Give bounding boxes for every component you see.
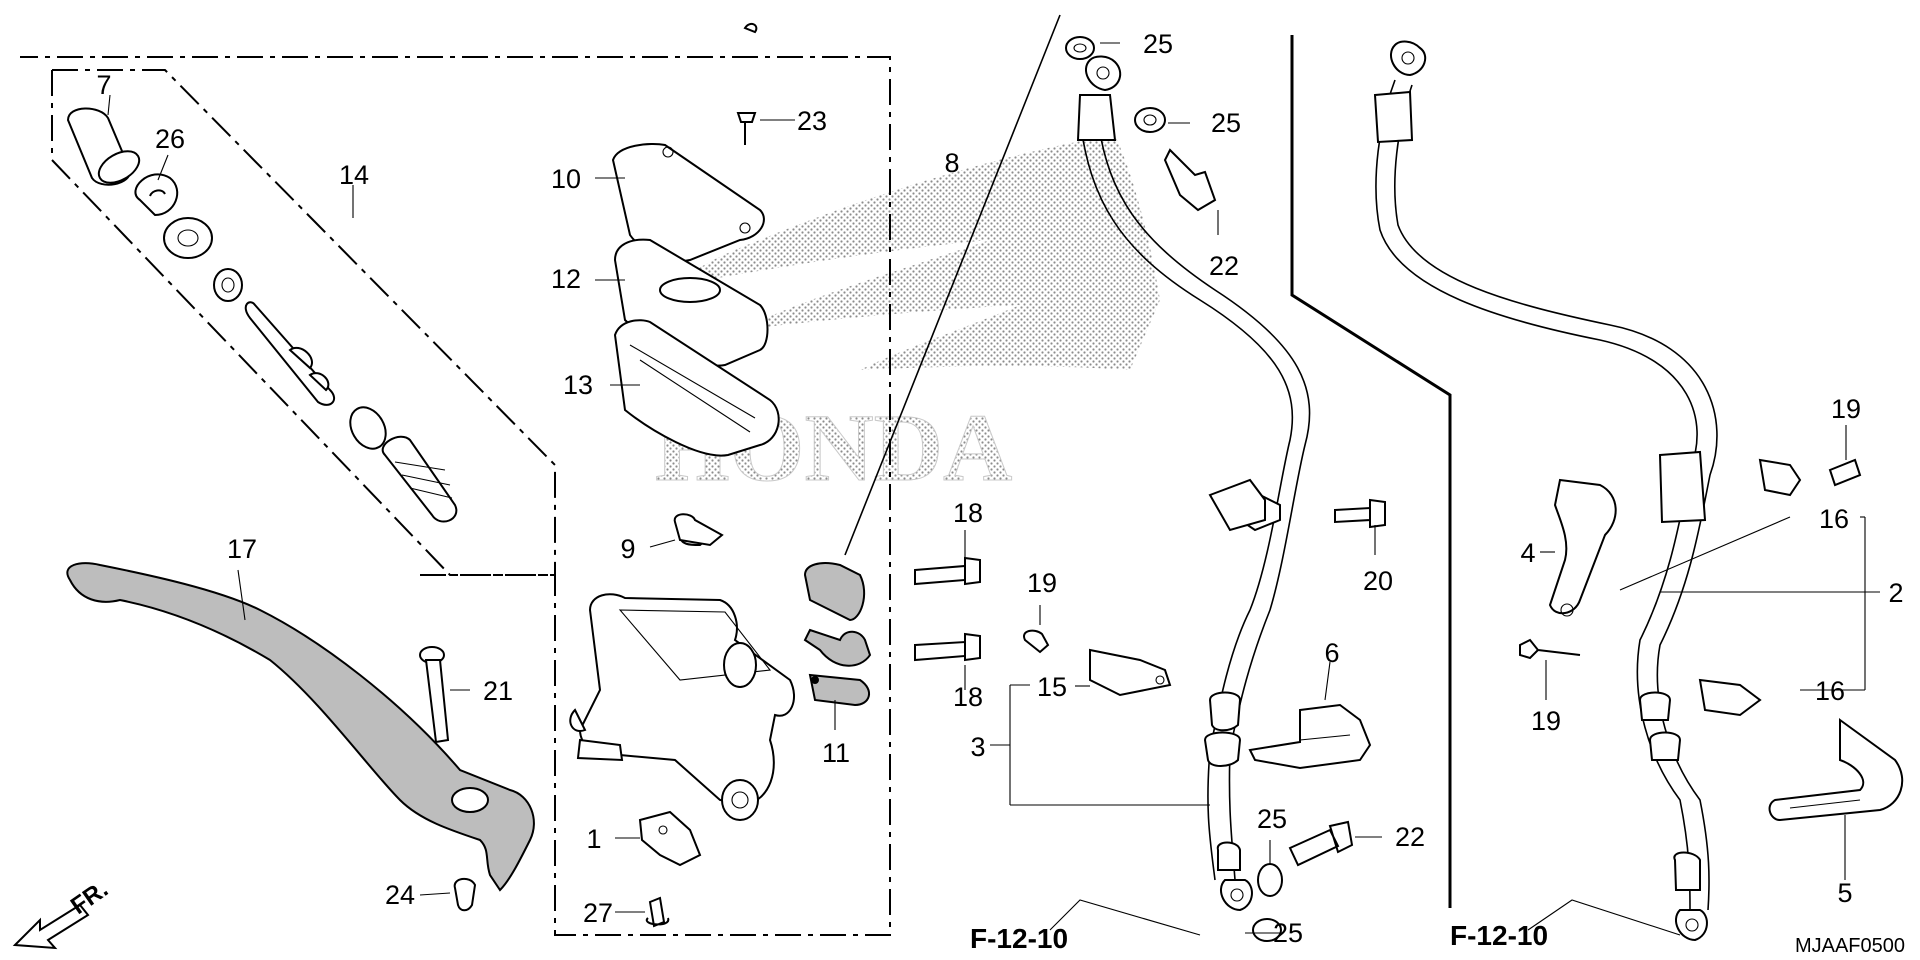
callout-19-lower-right: 19 <box>1531 706 1561 736</box>
callout-5: 5 <box>1837 878 1852 908</box>
callout-4: 4 <box>1520 538 1535 568</box>
callout-12: 12 <box>551 264 581 294</box>
callout-leader-lines <box>107 42 1880 936</box>
callout-labels: 7 26 14 23 10 12 13 8 25 25 22 17 9 18 1… <box>96 29 1903 948</box>
callout-6: 6 <box>1324 638 1339 668</box>
callout-18-bottom: 18 <box>953 682 983 712</box>
callout-17: 17 <box>227 534 257 564</box>
reference-left: F-12-10 <box>970 923 1068 954</box>
callout-23: 23 <box>797 106 827 136</box>
callout-26: 26 <box>155 124 185 154</box>
piston-kit-parts <box>66 107 458 523</box>
callout-2: 2 <box>1888 578 1903 608</box>
hose-leader-line <box>844 14 1061 556</box>
callout-1: 1 <box>586 824 601 854</box>
callout-19-left: 19 <box>1027 568 1057 598</box>
callout-21: 21 <box>483 676 513 706</box>
diagram-code: MJAAF0500 <box>1795 935 1905 957</box>
reference-right: F-12-10 <box>1450 920 1548 951</box>
right-section-divider <box>1290 35 1452 908</box>
callout-10: 10 <box>551 164 581 194</box>
left-hose-clamp-and-bracket <box>1023 629 1372 770</box>
callout-8: 8 <box>944 148 959 178</box>
holder-bolts <box>914 556 981 662</box>
callout-15: 15 <box>1037 672 1067 702</box>
callout-22-lower: 22 <box>1395 822 1425 852</box>
brake-lever <box>66 562 535 892</box>
washers-and-bolts <box>1065 36 1386 942</box>
callout-11: 11 <box>822 738 850 768</box>
callout-20: 20 <box>1363 566 1393 596</box>
callout-3: 3 <box>970 732 985 762</box>
callout-25-bottom: 25 <box>1273 918 1303 948</box>
callout-16-lower: 16 <box>1815 676 1845 706</box>
callout-25-top: 25 <box>1143 29 1173 59</box>
callout-19-upper-right: 19 <box>1831 394 1861 424</box>
small-hardware <box>419 513 724 928</box>
right-brackets-and-clamps <box>1519 458 1904 822</box>
callout-9: 9 <box>620 534 635 564</box>
reservoir-cover-parts <box>611 22 780 457</box>
front-direction-arrow: FR. <box>12 876 113 950</box>
brake-hose-left <box>1076 55 1311 912</box>
callout-14: 14 <box>339 160 369 190</box>
callout-27: 27 <box>583 898 613 928</box>
mirror-holder <box>803 562 872 707</box>
master-cylinder-kit-outline <box>20 56 891 936</box>
master-cylinder-body <box>569 526 795 821</box>
brake-hose-right <box>1373 40 1718 942</box>
callout-22-upper: 22 <box>1209 251 1239 281</box>
callout-25-upper: 25 <box>1211 108 1241 138</box>
callout-24: 24 <box>385 880 415 910</box>
callout-16-upper: 16 <box>1819 504 1849 534</box>
callout-25-lower: 25 <box>1257 804 1287 834</box>
callout-7: 7 <box>96 70 111 100</box>
callout-13: 13 <box>563 370 593 400</box>
callout-18-top: 18 <box>953 498 983 528</box>
